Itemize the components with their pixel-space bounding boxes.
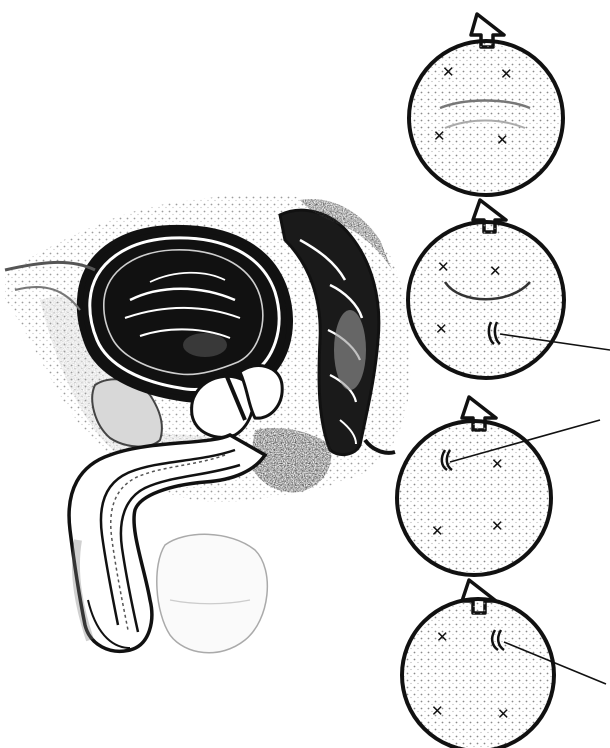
orientation-view-2: ✕ ✕ ✕ [408,200,610,378]
x-mark-icon: ✕ [491,517,504,535]
x-mark-icon: ✕ [489,262,502,280]
x-mark-icon: ✕ [436,628,449,646]
x-mark-icon: ✕ [496,131,509,149]
x-mark-icon: ✕ [442,63,455,81]
probe-circle [409,41,563,195]
orientation-view-1: ✕ ✕ ✕ ✕ [409,14,563,195]
x-mark-icon: ✕ [431,702,444,720]
x-mark-icon: ✕ [431,522,444,540]
probe-circle [402,599,554,748]
scrotum [157,534,268,652]
pelvis-sagittal-section-icon [5,194,410,653]
orientation-view-3: ✕ ✕ ✕ [397,397,600,575]
x-mark-icon: ✕ [437,258,450,276]
orientation-view-4: ✕ ✕ ✕ [402,580,606,748]
x-mark-icon: ✕ [497,705,510,723]
x-mark-icon: ✕ [435,320,448,338]
x-mark-icon: ✕ [500,65,513,83]
probe-circle [397,421,551,575]
x-mark-icon: ✕ [433,127,446,145]
x-mark-icon: ✕ [491,455,504,473]
